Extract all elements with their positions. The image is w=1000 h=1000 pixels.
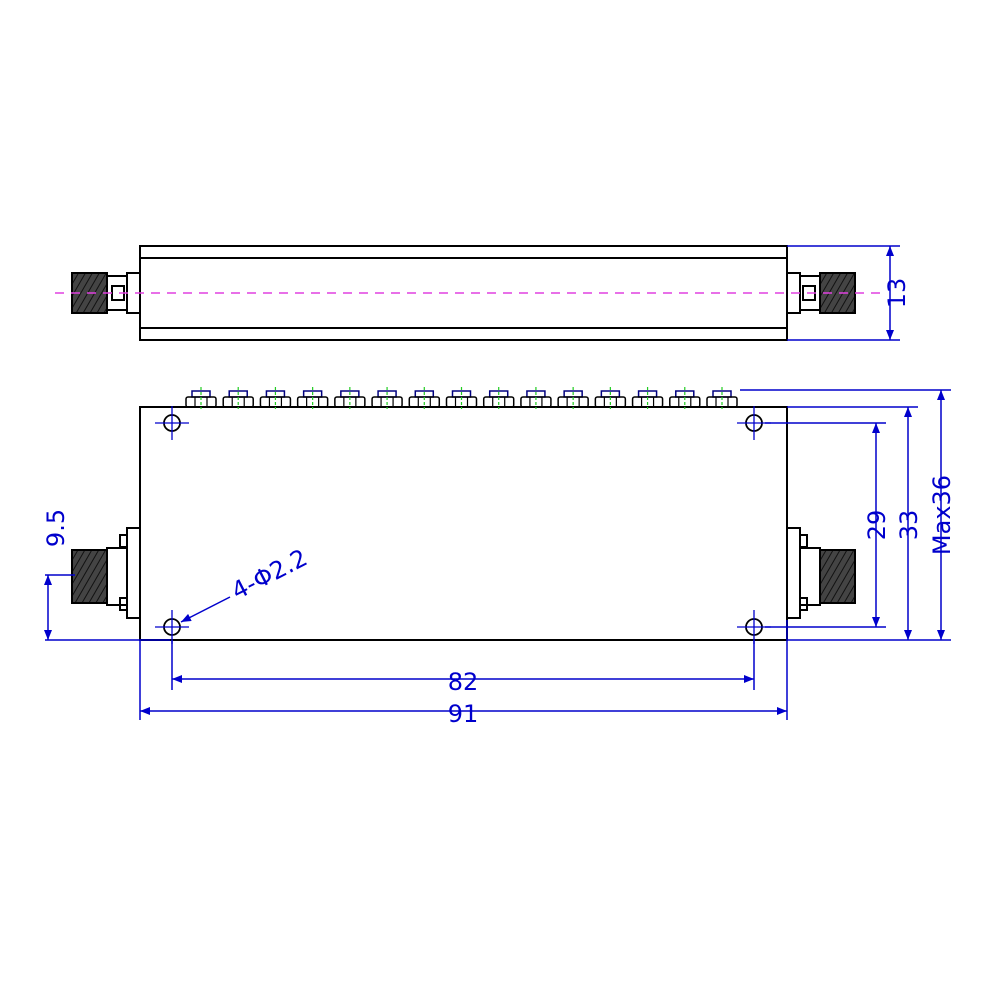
tuning-screw [482,387,515,409]
tuning-screw [222,387,254,409]
tuning-screw [334,387,366,409]
right-connector-front [786,527,856,619]
tuning-screw [185,387,217,409]
dimension-lines [44,389,951,720]
tuning-screw [445,387,478,409]
mounting-hole [155,610,189,644]
tuning-screw [520,387,552,409]
dim-max36-label: Max36 [928,475,956,555]
front-view [71,406,856,641]
tuning-screw [408,387,441,409]
mounting-hole [155,406,189,440]
left-connector-front [71,527,141,619]
dim-91-label: 91 [448,700,479,728]
tuning-screw [594,387,627,409]
tuning-screw [669,387,701,409]
dim-13 [787,245,900,341]
tuning-screw [371,387,403,409]
tuning-screw [631,387,664,409]
dim-holes-label: 4-Φ2.2 [227,544,312,606]
dim-29-label: 29 [863,510,891,541]
dim-82-label: 82 [448,668,479,696]
tuning-screw [557,387,589,409]
tuning-screw [296,387,329,409]
dim-9-5-label: 9.5 [42,509,70,547]
tuning-screw [706,387,738,409]
dim-33-label: 33 [895,510,923,541]
mounting-holes [155,406,771,644]
tuning-screws [185,387,738,409]
dim-13-label: 13 [883,278,911,309]
tuning-screw [259,387,292,409]
